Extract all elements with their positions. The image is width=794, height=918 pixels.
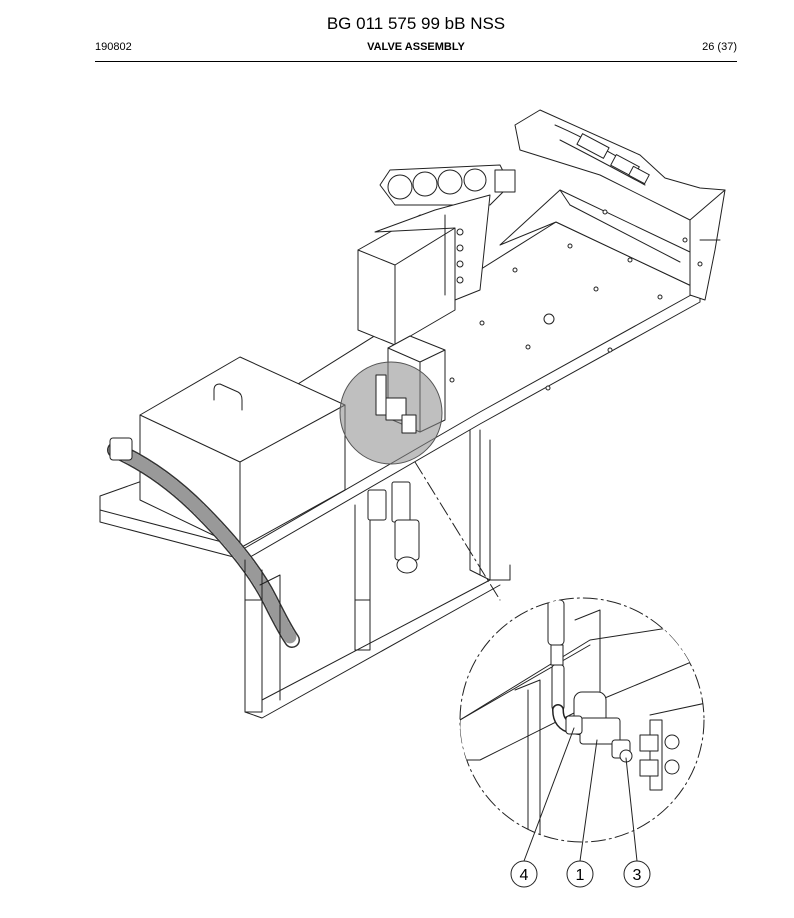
callout-label: 4 <box>520 867 529 884</box>
callout-leaders <box>523 727 638 862</box>
highlight-parts <box>375 374 417 434</box>
section-title: VALVE ASSEMBLY <box>367 41 465 53</box>
lower-frame <box>244 429 511 719</box>
page-indicator: 26 (37) <box>702 41 737 53</box>
callout-item-1: 1 <box>566 860 594 888</box>
callout-item-4: 4 <box>510 860 538 888</box>
bolt-holes <box>449 209 703 391</box>
valve-components <box>367 481 420 574</box>
callout-label: 3 <box>633 867 642 884</box>
callout-item-3: 3 <box>623 860 651 888</box>
document-id: BG 011 575 99 bB NSS <box>326 14 506 33</box>
callout-label: 1 <box>576 867 585 884</box>
header-rule <box>95 61 737 62</box>
detail-leader-line <box>414 461 501 601</box>
date-code: 190802 <box>95 41 132 53</box>
upper-enclosure <box>357 194 491 346</box>
detail-view <box>459 597 705 843</box>
gauge-panel <box>379 164 516 206</box>
